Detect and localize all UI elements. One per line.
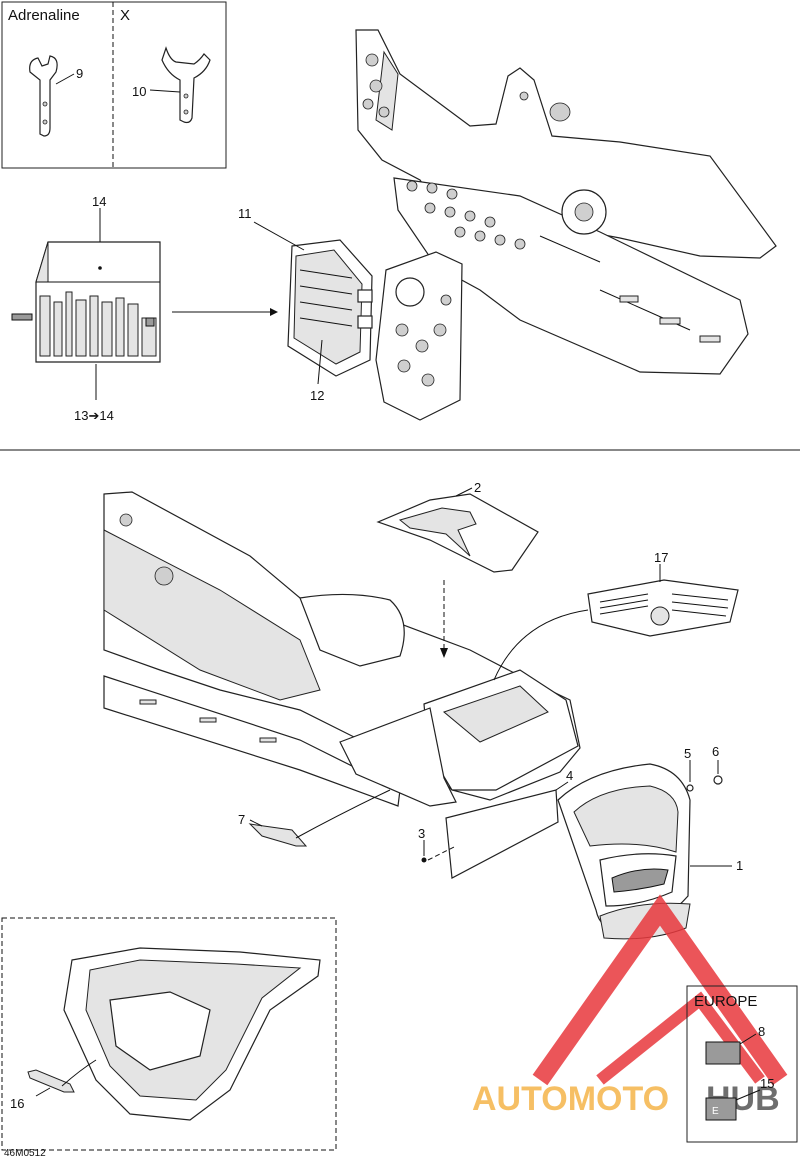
decal-badge: E xyxy=(712,1106,719,1117)
tool-kit-group: 14 13➔14 11 12 xyxy=(11,194,373,423)
callout-4: 4 xyxy=(566,768,573,783)
watermark-text-a: AUTOMOTO xyxy=(472,1080,669,1118)
part-7-reflector xyxy=(248,823,308,847)
automotohub-watermark: AUTOMOTO HUB xyxy=(472,894,788,1118)
wrench-variant-box: Adrenaline X 9 10 xyxy=(1,1,227,169)
callout-14: 14 xyxy=(92,194,106,209)
callout-5: 5 xyxy=(684,746,691,761)
drawing-number: 46M0512 xyxy=(4,1148,46,1159)
callout-11: 11 xyxy=(238,206,252,221)
callout-9: 9 xyxy=(76,66,83,81)
part-16-reflector xyxy=(27,1069,75,1093)
callout-2: 2 xyxy=(474,480,481,495)
callout-12: 12 xyxy=(310,388,324,403)
skidoo-logo-icon xyxy=(611,868,669,893)
inset-16-box: 16 xyxy=(1,917,337,1151)
part-4-plate xyxy=(445,789,559,879)
callout-15: 15 xyxy=(760,1076,774,1091)
callout-16: 16 xyxy=(10,1096,24,1111)
europe-title: EUROPE xyxy=(694,993,757,1010)
tool-set-icon xyxy=(39,291,157,357)
callout-3: 3 xyxy=(418,826,425,841)
callout-1: 1 xyxy=(736,858,743,873)
wrench-10-icon xyxy=(161,46,211,124)
chassis-rear xyxy=(103,491,581,807)
variant-adrenaline-title: Adrenaline xyxy=(8,7,80,24)
wrench-9-icon xyxy=(29,55,58,137)
watermark-logo-icon xyxy=(532,894,788,1086)
europe-box: EUROPE 8 E 15 xyxy=(686,985,798,1143)
callout-13-14: 13➔14 xyxy=(74,408,114,423)
callout-7: 7 xyxy=(238,812,245,827)
part-15-reflector xyxy=(705,1097,737,1121)
callout-10: 10 xyxy=(132,84,146,99)
chassis-top xyxy=(355,29,777,421)
variant-x-title: X xyxy=(120,7,130,24)
callout-17: 17 xyxy=(654,550,668,565)
callout-8: 8 xyxy=(758,1024,765,1039)
part-8-reflector xyxy=(705,1041,741,1065)
callout-6: 6 xyxy=(712,744,719,759)
